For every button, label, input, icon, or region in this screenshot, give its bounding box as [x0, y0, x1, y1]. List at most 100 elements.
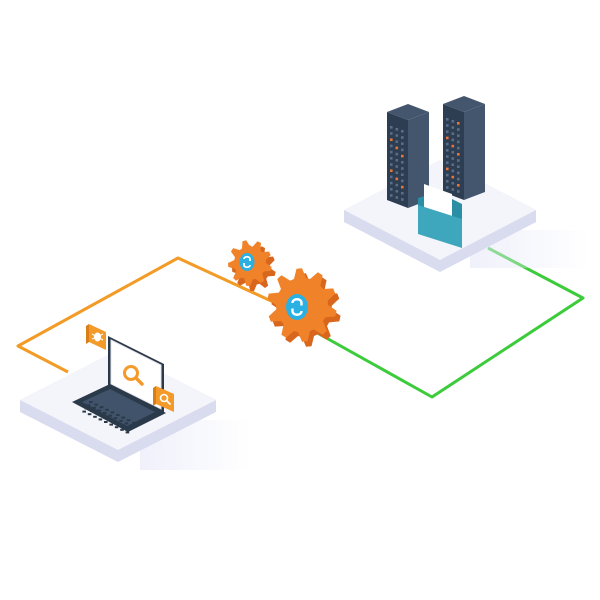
- rack-indicator-light: [395, 140, 399, 143]
- rack-indicator-light: [451, 188, 455, 191]
- rack-indicator-light: [395, 146, 399, 150]
- rack-indicator-light: [451, 175, 455, 179]
- rack-indicator-light: [390, 157, 393, 160]
- rack-indicator-light: [395, 183, 399, 187]
- rack-indicator-light: [457, 190, 460, 193]
- server-rack-icon: [443, 96, 485, 200]
- rack-indicator-light: [401, 136, 404, 139]
- keyboard-key: [108, 414, 112, 417]
- folder-icon: [418, 184, 462, 248]
- keyboard-key: [114, 426, 119, 429]
- rack-indicator-light: [457, 165, 460, 168]
- keyboard-key: [94, 403, 98, 406]
- rack-indicator-light: [451, 120, 455, 123]
- rack-indicator-light: [457, 140, 460, 144]
- rack-indicator-light: [390, 126, 393, 129]
- rack-indicator-light: [457, 146, 460, 150]
- sync-icon: [286, 294, 308, 320]
- rack-indicator-light: [457, 184, 460, 187]
- rack-indicator-light: [446, 161, 449, 164]
- orange-connector-line: [16, 256, 283, 374]
- keyboard-key: [84, 407, 89, 410]
- rack-indicator-light: [401, 148, 404, 152]
- rack-indicator-light: [457, 153, 460, 156]
- rack-indicator-light: [451, 151, 455, 154]
- keyboard-key: [103, 412, 107, 414]
- rack-indicator-light: [390, 194, 393, 197]
- rack-indicator-light: [446, 173, 449, 177]
- rack-indicator-light: [446, 124, 449, 127]
- rack-indicator-light: [401, 192, 404, 195]
- rack-indicator-light: [451, 144, 455, 148]
- keyboard-key: [82, 410, 86, 413]
- keyboard-key: [125, 431, 130, 434]
- rack-indicator-light: [401, 154, 404, 158]
- keyboard-key: [110, 411, 115, 414]
- rack-indicator-light: [451, 126, 455, 129]
- keyboard-key: [95, 412, 99, 415]
- keyboard-key: [89, 401, 93, 403]
- magnifier-icon: [123, 365, 144, 386]
- keyboard-key: [132, 421, 136, 424]
- rack-indicator-light: [401, 179, 404, 183]
- rack-indicator-light: [395, 165, 399, 168]
- keyboard-key: [98, 418, 103, 421]
- rack-indicator-light: [401, 130, 404, 133]
- rack-indicator-light: [390, 175, 393, 179]
- keyboard-key: [127, 428, 132, 431]
- keyboard-key: [113, 417, 118, 420]
- rack-indicator-light: [457, 159, 460, 162]
- keyboard-key: [92, 406, 96, 409]
- keyboard-key: [122, 425, 126, 428]
- rack-indicator-light: [446, 186, 449, 189]
- keyboard-key: [87, 413, 92, 416]
- keyboard-key: [97, 409, 102, 412]
- keyboard-key: [116, 414, 120, 416]
- rack-indicator-light: [457, 128, 460, 131]
- keyboard-key: [117, 423, 121, 425]
- rack-indicator-light: [401, 142, 404, 145]
- rack-indicator-light: [451, 163, 455, 166]
- rack-indicator-light: [457, 171, 460, 175]
- rack-indicator-light: [446, 142, 449, 146]
- rack-indicator-light: [390, 138, 393, 141]
- rack-indicator-light: [446, 180, 449, 183]
- keyboard-key: [119, 419, 123, 422]
- keyboard-key: [130, 425, 134, 427]
- keyboard-key: [121, 416, 125, 419]
- rack-indicator-light: [390, 181, 393, 185]
- keyboard-key: [105, 408, 109, 411]
- rack-indicator-light: [401, 185, 404, 189]
- rack-indicator-light: [401, 198, 404, 201]
- rack-indicator-light: [446, 149, 449, 152]
- rack-indicator-light: [395, 196, 399, 199]
- keyboard-key: [120, 428, 124, 431]
- keyboard-key: [93, 415, 97, 418]
- rack-indicator-light: [395, 128, 399, 131]
- rack-indicator-light: [395, 171, 399, 174]
- keyboard-key: [104, 421, 108, 423]
- rack-indicator-light: [390, 169, 393, 172]
- rack-indicator-light: [446, 136, 449, 140]
- rack-indicator-light: [446, 118, 449, 121]
- bug-icon: [86, 324, 106, 350]
- rack-indicator-light: [451, 138, 455, 142]
- keyboard-key: [109, 423, 113, 426]
- sync-icon: [239, 253, 255, 271]
- keyboard-key: [111, 420, 116, 423]
- rack-indicator-light: [451, 132, 455, 135]
- rack-indicator-light: [457, 122, 460, 125]
- rack-indicator-light: [446, 130, 449, 133]
- rack-indicator-light: [451, 169, 455, 173]
- keyboard-key: [86, 404, 91, 407]
- rack-indicator-light: [401, 167, 404, 170]
- rack-indicator-light: [390, 132, 393, 135]
- rack-indicator-light: [446, 167, 449, 171]
- keyboard-key: [90, 410, 94, 412]
- keyboard-key: [124, 422, 129, 425]
- keyboard-key: [106, 417, 110, 420]
- green-connector-line: [311, 246, 585, 399]
- rack-indicator-light: [457, 134, 460, 137]
